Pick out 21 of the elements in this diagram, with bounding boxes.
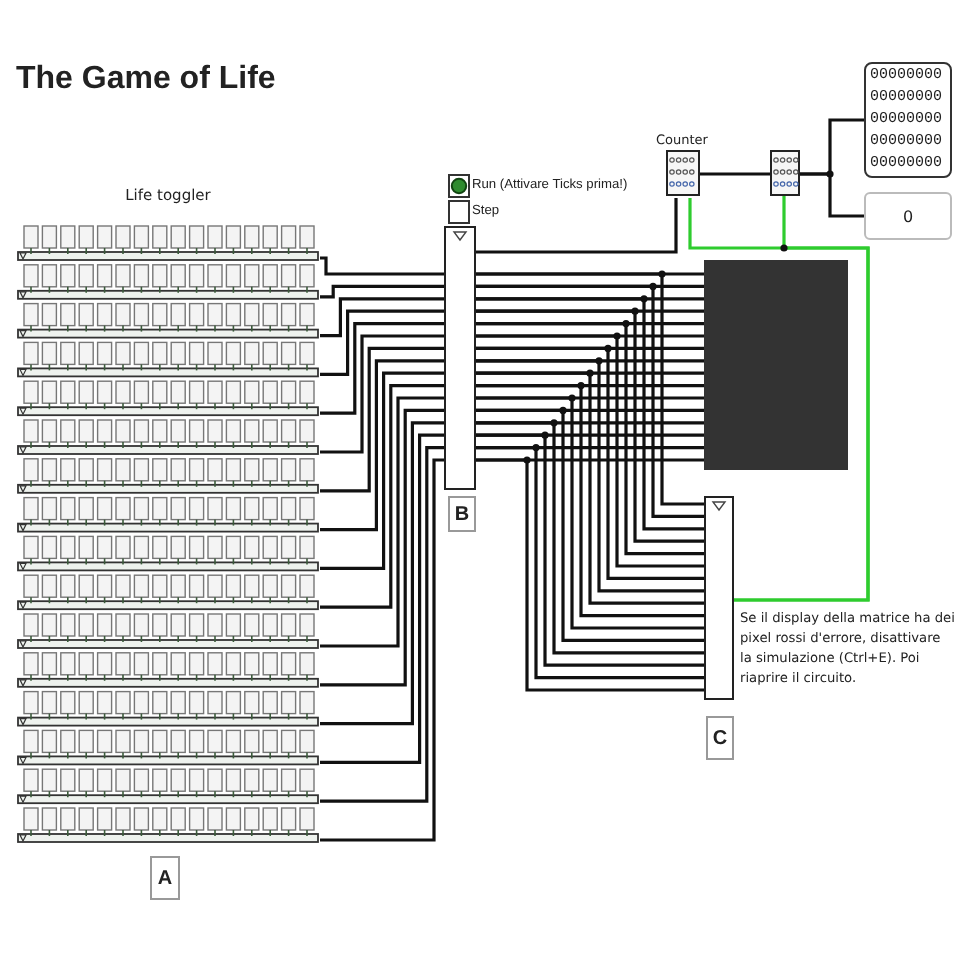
wire — [320, 396, 444, 648]
wire — [800, 172, 864, 218]
wire — [476, 198, 678, 254]
section-tag: B — [448, 496, 476, 532]
wire — [320, 408, 444, 687]
wire — [320, 256, 444, 276]
title: The Game of Life — [16, 62, 276, 98]
wire — [320, 359, 444, 532]
wire — [320, 334, 444, 454]
section-tag: A — [150, 856, 180, 900]
wire — [320, 346, 444, 493]
wire — [320, 297, 444, 338]
wire — [320, 284, 444, 299]
wire — [320, 384, 444, 609]
wire — [320, 371, 444, 570]
wire — [700, 172, 770, 176]
wire — [734, 196, 870, 602]
section-tag: C — [706, 716, 734, 760]
value-display: 0 — [864, 192, 952, 240]
wire — [320, 309, 444, 376]
wire — [320, 322, 444, 415]
